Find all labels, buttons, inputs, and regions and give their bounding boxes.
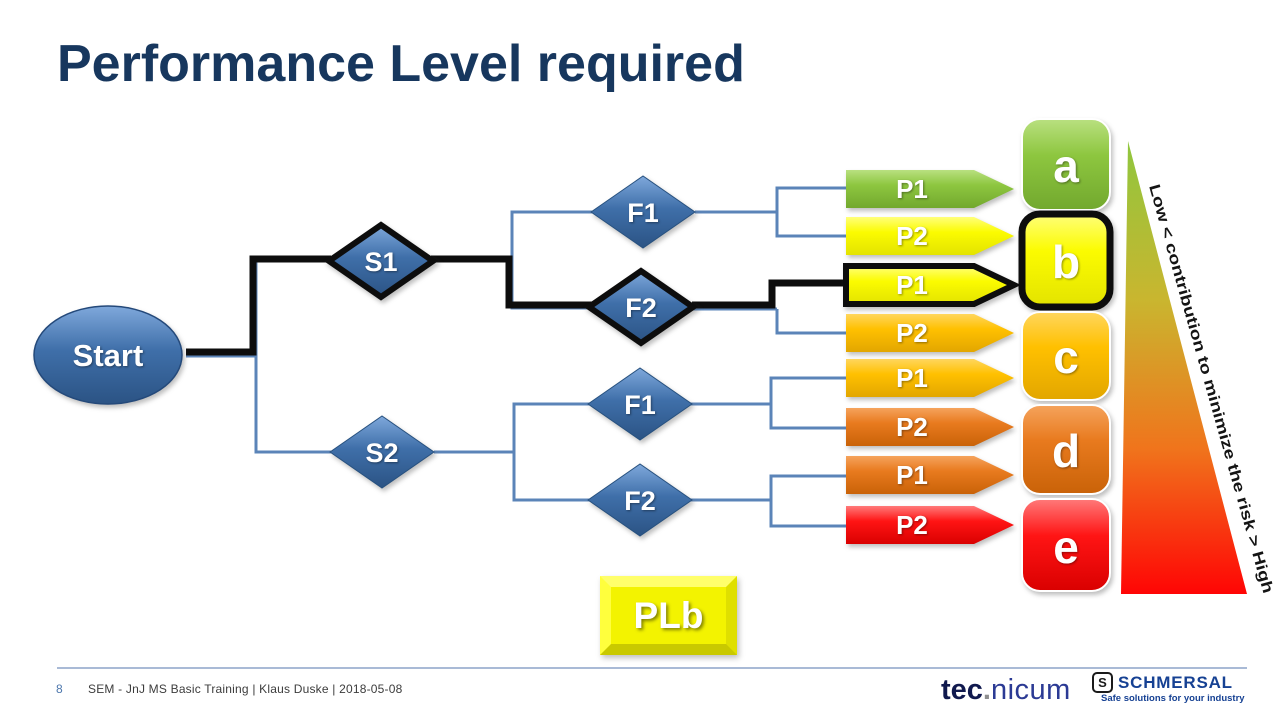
- tecnicum-logo-dot: .: [982, 674, 991, 706]
- svg-text:a: a: [1053, 140, 1079, 192]
- arrow-p2-c: P2: [846, 314, 1014, 352]
- svg-text:c: c: [1053, 331, 1079, 383]
- svg-text:P2: P2: [896, 318, 928, 348]
- svg-text:F1: F1: [627, 198, 659, 228]
- result-box-c: c: [1021, 311, 1111, 401]
- footer-divider: [57, 667, 1247, 669]
- svg-text:P1: P1: [896, 460, 928, 490]
- svg-text:P2: P2: [896, 412, 928, 442]
- schmersal-logo: S SCHMERSAL Safe solutions for your indu…: [1092, 672, 1250, 704]
- start-label: Start: [73, 338, 144, 373]
- decision-f1-upper: F1: [590, 175, 696, 249]
- arrow-p1-c: P1: [846, 359, 1014, 397]
- svg-text:F2: F2: [625, 293, 657, 323]
- arrow-p2-d: P2: [846, 408, 1014, 446]
- tecnicum-logo-part2: nicum: [990, 674, 1071, 706]
- page-number: 8: [56, 682, 63, 696]
- selected-level-box: PLb: [600, 576, 737, 655]
- schmersal-tagline: Safe solutions for your industry: [1101, 693, 1245, 704]
- decision-f2-lower: F2: [587, 463, 693, 537]
- decision-f2-upper: F2: [583, 267, 699, 347]
- risk-gradient-triangle: [1121, 141, 1247, 594]
- svg-text:F2: F2: [624, 486, 656, 516]
- schmersal-s-icon: S: [1092, 672, 1113, 693]
- result-box-a: a: [1021, 118, 1111, 211]
- tecnicum-logo-part1: tec: [941, 674, 983, 706]
- connector-lines: [186, 186, 847, 528]
- svg-text:P1: P1: [896, 174, 928, 204]
- arrow-p1-d: P1: [846, 456, 1014, 494]
- svg-text:F1: F1: [624, 390, 656, 420]
- svg-text:P2: P2: [896, 221, 928, 251]
- svg-text:S1: S1: [364, 247, 397, 277]
- arrow-p1-a: P1: [846, 170, 1014, 208]
- svg-text:d: d: [1052, 425, 1080, 477]
- svg-text:P2: P2: [896, 510, 928, 540]
- arrow-p2-b: P2: [846, 217, 1014, 255]
- result-box-b-highlighted: b: [1018, 210, 1114, 311]
- highlighted-path: [186, 255, 846, 356]
- page-title: Performance Level required: [57, 35, 745, 93]
- arrow-p1-b-highlighted: P1: [843, 263, 1021, 307]
- svg-text:b: b: [1052, 236, 1080, 288]
- svg-text:P1: P1: [896, 363, 928, 393]
- decision-s1: S1: [323, 221, 439, 301]
- svg-text:S2: S2: [365, 438, 398, 468]
- schmersal-wordmark: SCHMERSAL: [1118, 672, 1233, 692]
- result-box-d: d: [1021, 404, 1111, 495]
- footer-text: SEM - JnJ MS Basic Training | Klaus Dusk…: [88, 682, 403, 696]
- start-node: Start: [33, 305, 183, 405]
- decision-s2: S2: [329, 415, 435, 489]
- arrow-p2-e: P2: [846, 506, 1014, 544]
- tecnicum-logo: tec.nicum: [941, 674, 1071, 707]
- decision-f1-lower: F1: [587, 367, 693, 441]
- svg-text:e: e: [1053, 521, 1079, 573]
- result-box-e: e: [1021, 498, 1111, 592]
- svg-text:P1: P1: [896, 270, 928, 300]
